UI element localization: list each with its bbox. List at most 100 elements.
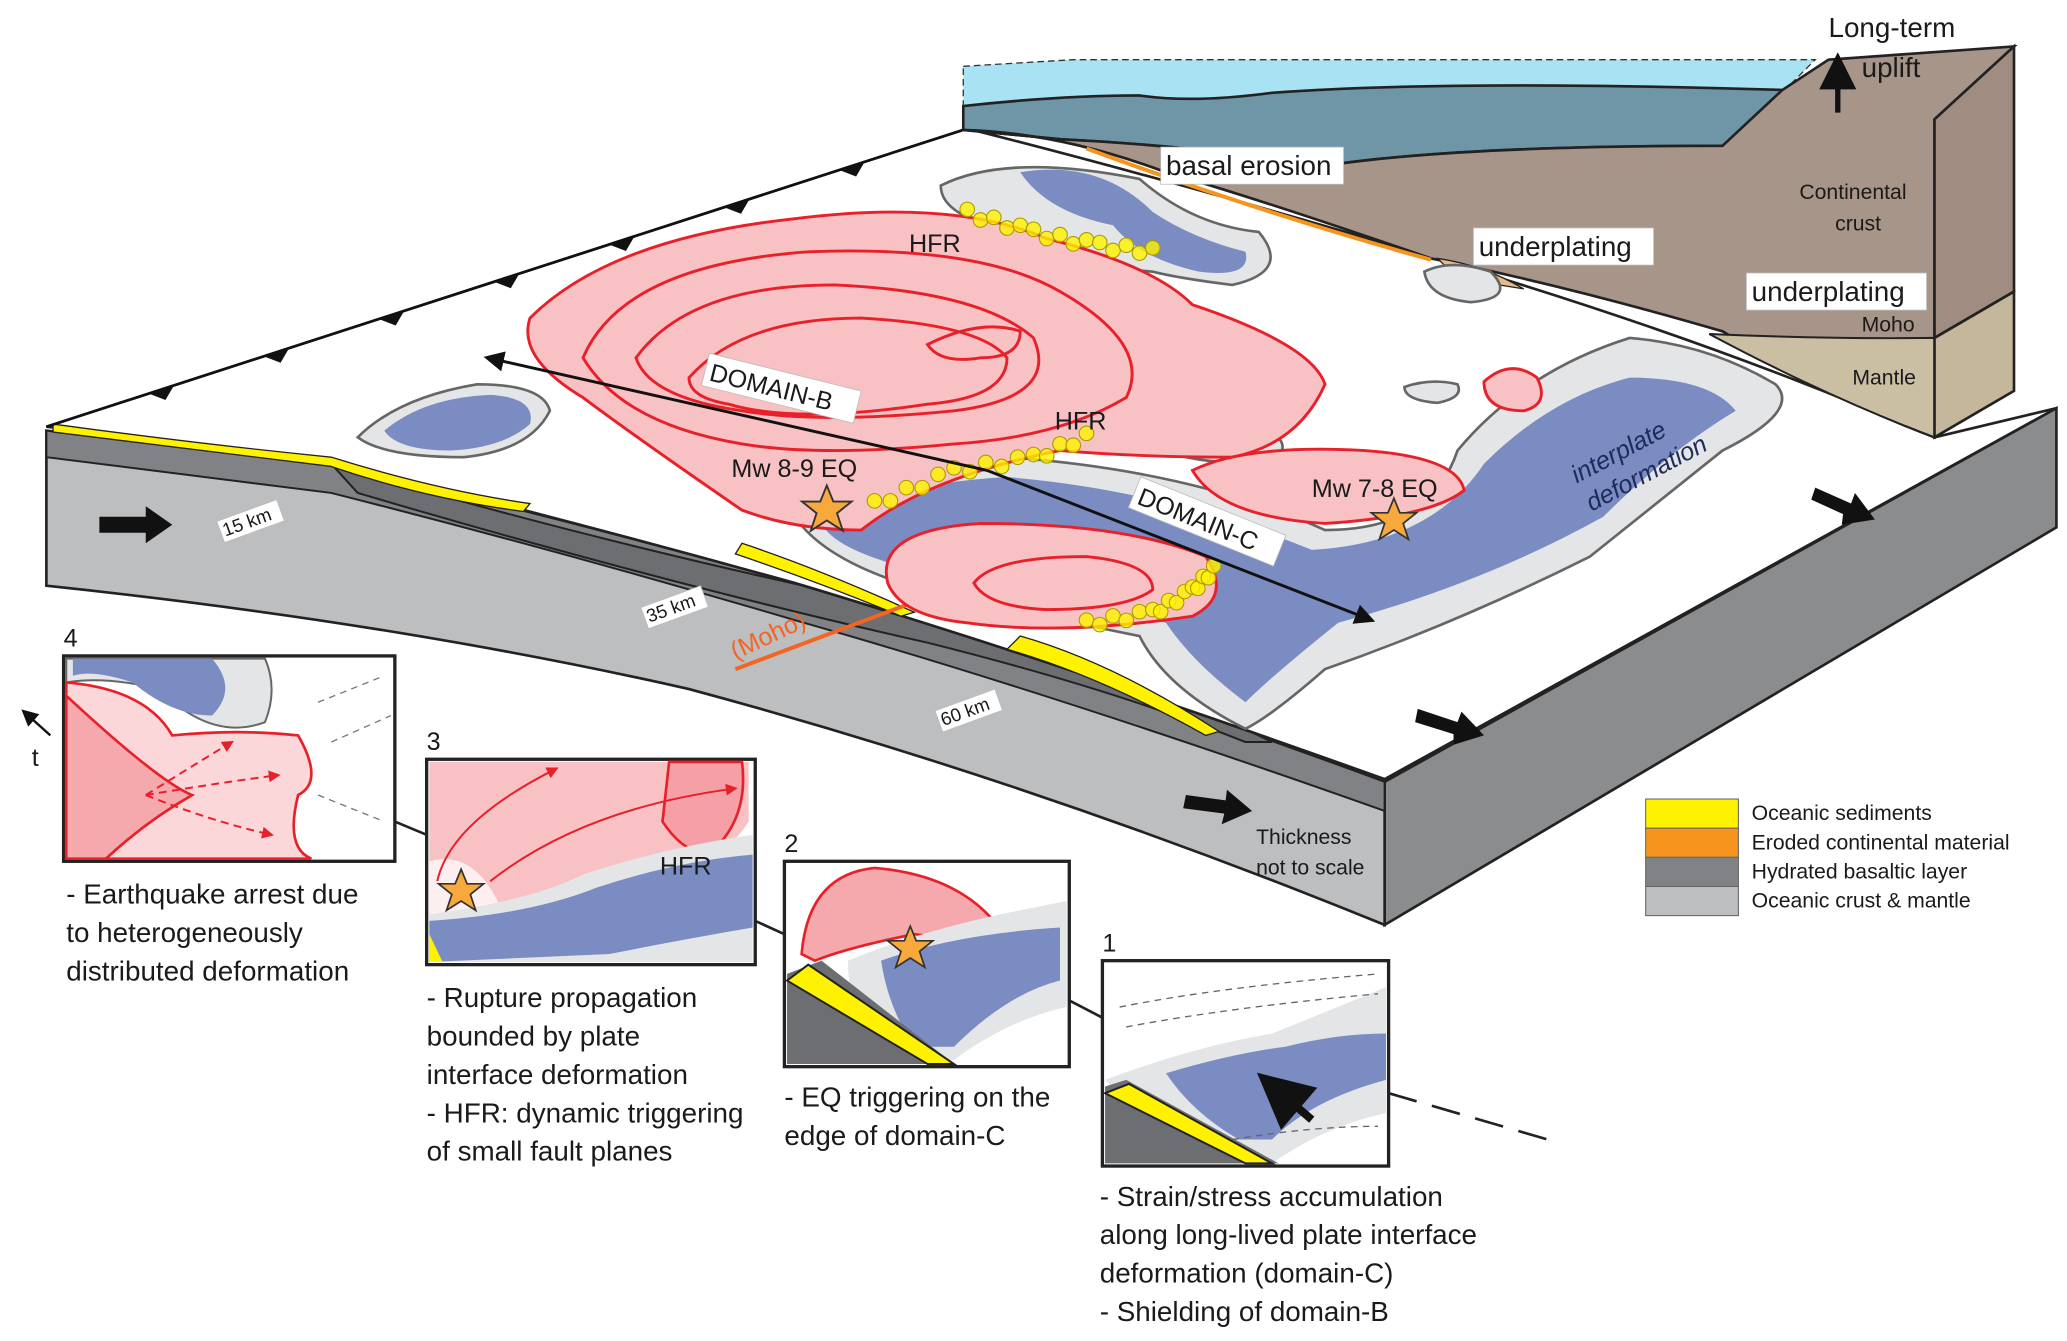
inset-3-caption: interface deformation — [427, 1059, 688, 1090]
thickness-label-2: not to scale — [1256, 857, 1364, 880]
hfr-dot — [1091, 616, 1108, 633]
time-axis-label: t — [32, 744, 39, 772]
inset-2: 2 - EQ triggering on the edge of domain-… — [782, 830, 1071, 1151]
hfr-dot — [1038, 448, 1055, 464]
inset-3-caption: - HFR: dynamic triggering — [427, 1097, 744, 1128]
slab-moho-line — [734, 601, 913, 672]
oceanic-sediments-slab — [734, 542, 917, 617]
hfr-dot — [1065, 236, 1082, 252]
hfr-dot — [1131, 245, 1148, 261]
inset-1-caption: - Shielding of domain-B — [1100, 1296, 1389, 1327]
inset-2-caption: edge of domain-C — [784, 1120, 1005, 1151]
hfr-dot — [1012, 217, 1029, 234]
inset-3-number: 3 — [427, 728, 441, 756]
hfr-dot — [959, 201, 976, 218]
time-arrow-icon — [21, 709, 52, 737]
legend-label: Eroded continental material — [1752, 831, 2010, 854]
hfr-dot — [1052, 436, 1068, 452]
oceanic-sediments — [52, 423, 532, 513]
hfr-dot — [1038, 230, 1055, 247]
inset-4-number: 4 — [64, 625, 78, 653]
hfr-label-2: HFR — [1055, 407, 1107, 435]
hfr-dot — [1065, 437, 1082, 454]
oceanic-sediments-deep — [1005, 635, 1221, 737]
plate-motion-arrows — [99, 487, 1875, 825]
long-term-label: Long-term — [1829, 12, 1956, 43]
inset-1-caption: - Strain/stress accumulation — [1100, 1181, 1443, 1212]
mw-7-8-label: Mw 7-8 EQ — [1312, 475, 1438, 503]
hfr-dot — [1168, 594, 1185, 611]
hfr-dot — [1025, 221, 1042, 238]
rupture-small — [1482, 367, 1543, 413]
inset-1-caption: deformation (domain-C) — [1100, 1258, 1394, 1289]
inset-3: HFR 3 - Rupture propagation bounded by p… — [424, 728, 757, 1167]
hfr-dot — [882, 493, 899, 509]
trench-tooth — [263, 346, 290, 363]
trench-tooth — [378, 309, 405, 326]
halo-small-2 — [1403, 380, 1461, 405]
inset-1-number: 1 — [1102, 929, 1116, 957]
underplating-label-1: underplating — [1479, 231, 1632, 262]
hfr-dot — [914, 479, 931, 496]
thickness-label: Thickness — [1256, 826, 1351, 849]
trench-tooth — [493, 272, 521, 289]
inset-1-caption: along long-lived plate interface — [1100, 1219, 1477, 1250]
domain-b-arrow — [483, 351, 988, 472]
hfr-dot — [1078, 232, 1095, 248]
inset-4-caption: - Earthquake arrest due — [66, 879, 358, 910]
uplift-label: uplift — [1862, 52, 1921, 83]
inset-connectors — [394, 820, 1558, 1144]
inset-3-caption: bounded by plate — [427, 1020, 640, 1051]
hfr-dot — [1152, 603, 1169, 620]
rupture-contour-4 — [687, 316, 1009, 416]
hfr-dot — [1144, 240, 1161, 256]
hfr-dot — [1009, 449, 1026, 465]
trench-tooth — [608, 235, 636, 251]
arrow-icon — [1811, 487, 1875, 525]
hfr-dot — [1078, 612, 1095, 628]
continental-crust-label-2: crust — [1835, 213, 1881, 236]
arrow-icon — [1183, 789, 1253, 825]
arrow-icon — [1415, 708, 1484, 745]
basal-erosion-label: basal erosion — [1166, 150, 1331, 181]
inset-2-number: 2 — [784, 830, 798, 858]
domain-c-arrow — [986, 469, 1376, 624]
rupture-contour-2 — [581, 249, 1134, 452]
hfr-dot — [1091, 234, 1108, 251]
mantle-label: Mantle — [1852, 366, 1916, 389]
inset-1: 1 - Strain/stress accumulation along lon… — [1100, 929, 1477, 1327]
legend-swatch — [1645, 856, 1739, 888]
rupture-domain-c-south-inner — [972, 555, 1155, 612]
hfr-dot — [1105, 242, 1121, 259]
hfr-dot — [1052, 226, 1068, 243]
blue-zone-west — [384, 394, 531, 451]
mw-8-9-label: Mw 8-9 EQ — [731, 455, 857, 483]
arrow-icon — [99, 506, 173, 544]
legend-swatch — [1645, 885, 1739, 917]
subducting-slab — [328, 461, 1273, 744]
eroded-material — [1085, 146, 1432, 262]
hfr-dot — [1078, 425, 1095, 442]
inset-4: 4 t - Earthquake arrest due to heterogen… — [21, 625, 397, 987]
continental-block — [961, 43, 2018, 440]
hfr-dot — [972, 212, 989, 228]
blue-zone-north — [1020, 169, 1247, 273]
underplating-label-2: underplating — [1752, 276, 1905, 307]
legend-swatch — [1645, 798, 1739, 829]
trench-teeth — [148, 160, 866, 401]
moho-label: Moho — [1862, 313, 1915, 336]
trench-tooth — [838, 160, 866, 177]
hfr-dot — [993, 458, 1010, 475]
legend-swatch — [1645, 827, 1739, 858]
hfr-dot — [866, 493, 883, 509]
trench-tooth — [723, 197, 751, 214]
rupture-contour-5 — [925, 325, 1022, 361]
inset-4-caption: distributed deformation — [66, 956, 349, 987]
hfr-dot — [898, 479, 915, 496]
hfr-label-1: HFR — [909, 230, 961, 258]
inset-4-caption: to heterogeneously — [66, 917, 303, 948]
inset-3-caption: - Rupture propagation — [427, 982, 698, 1013]
